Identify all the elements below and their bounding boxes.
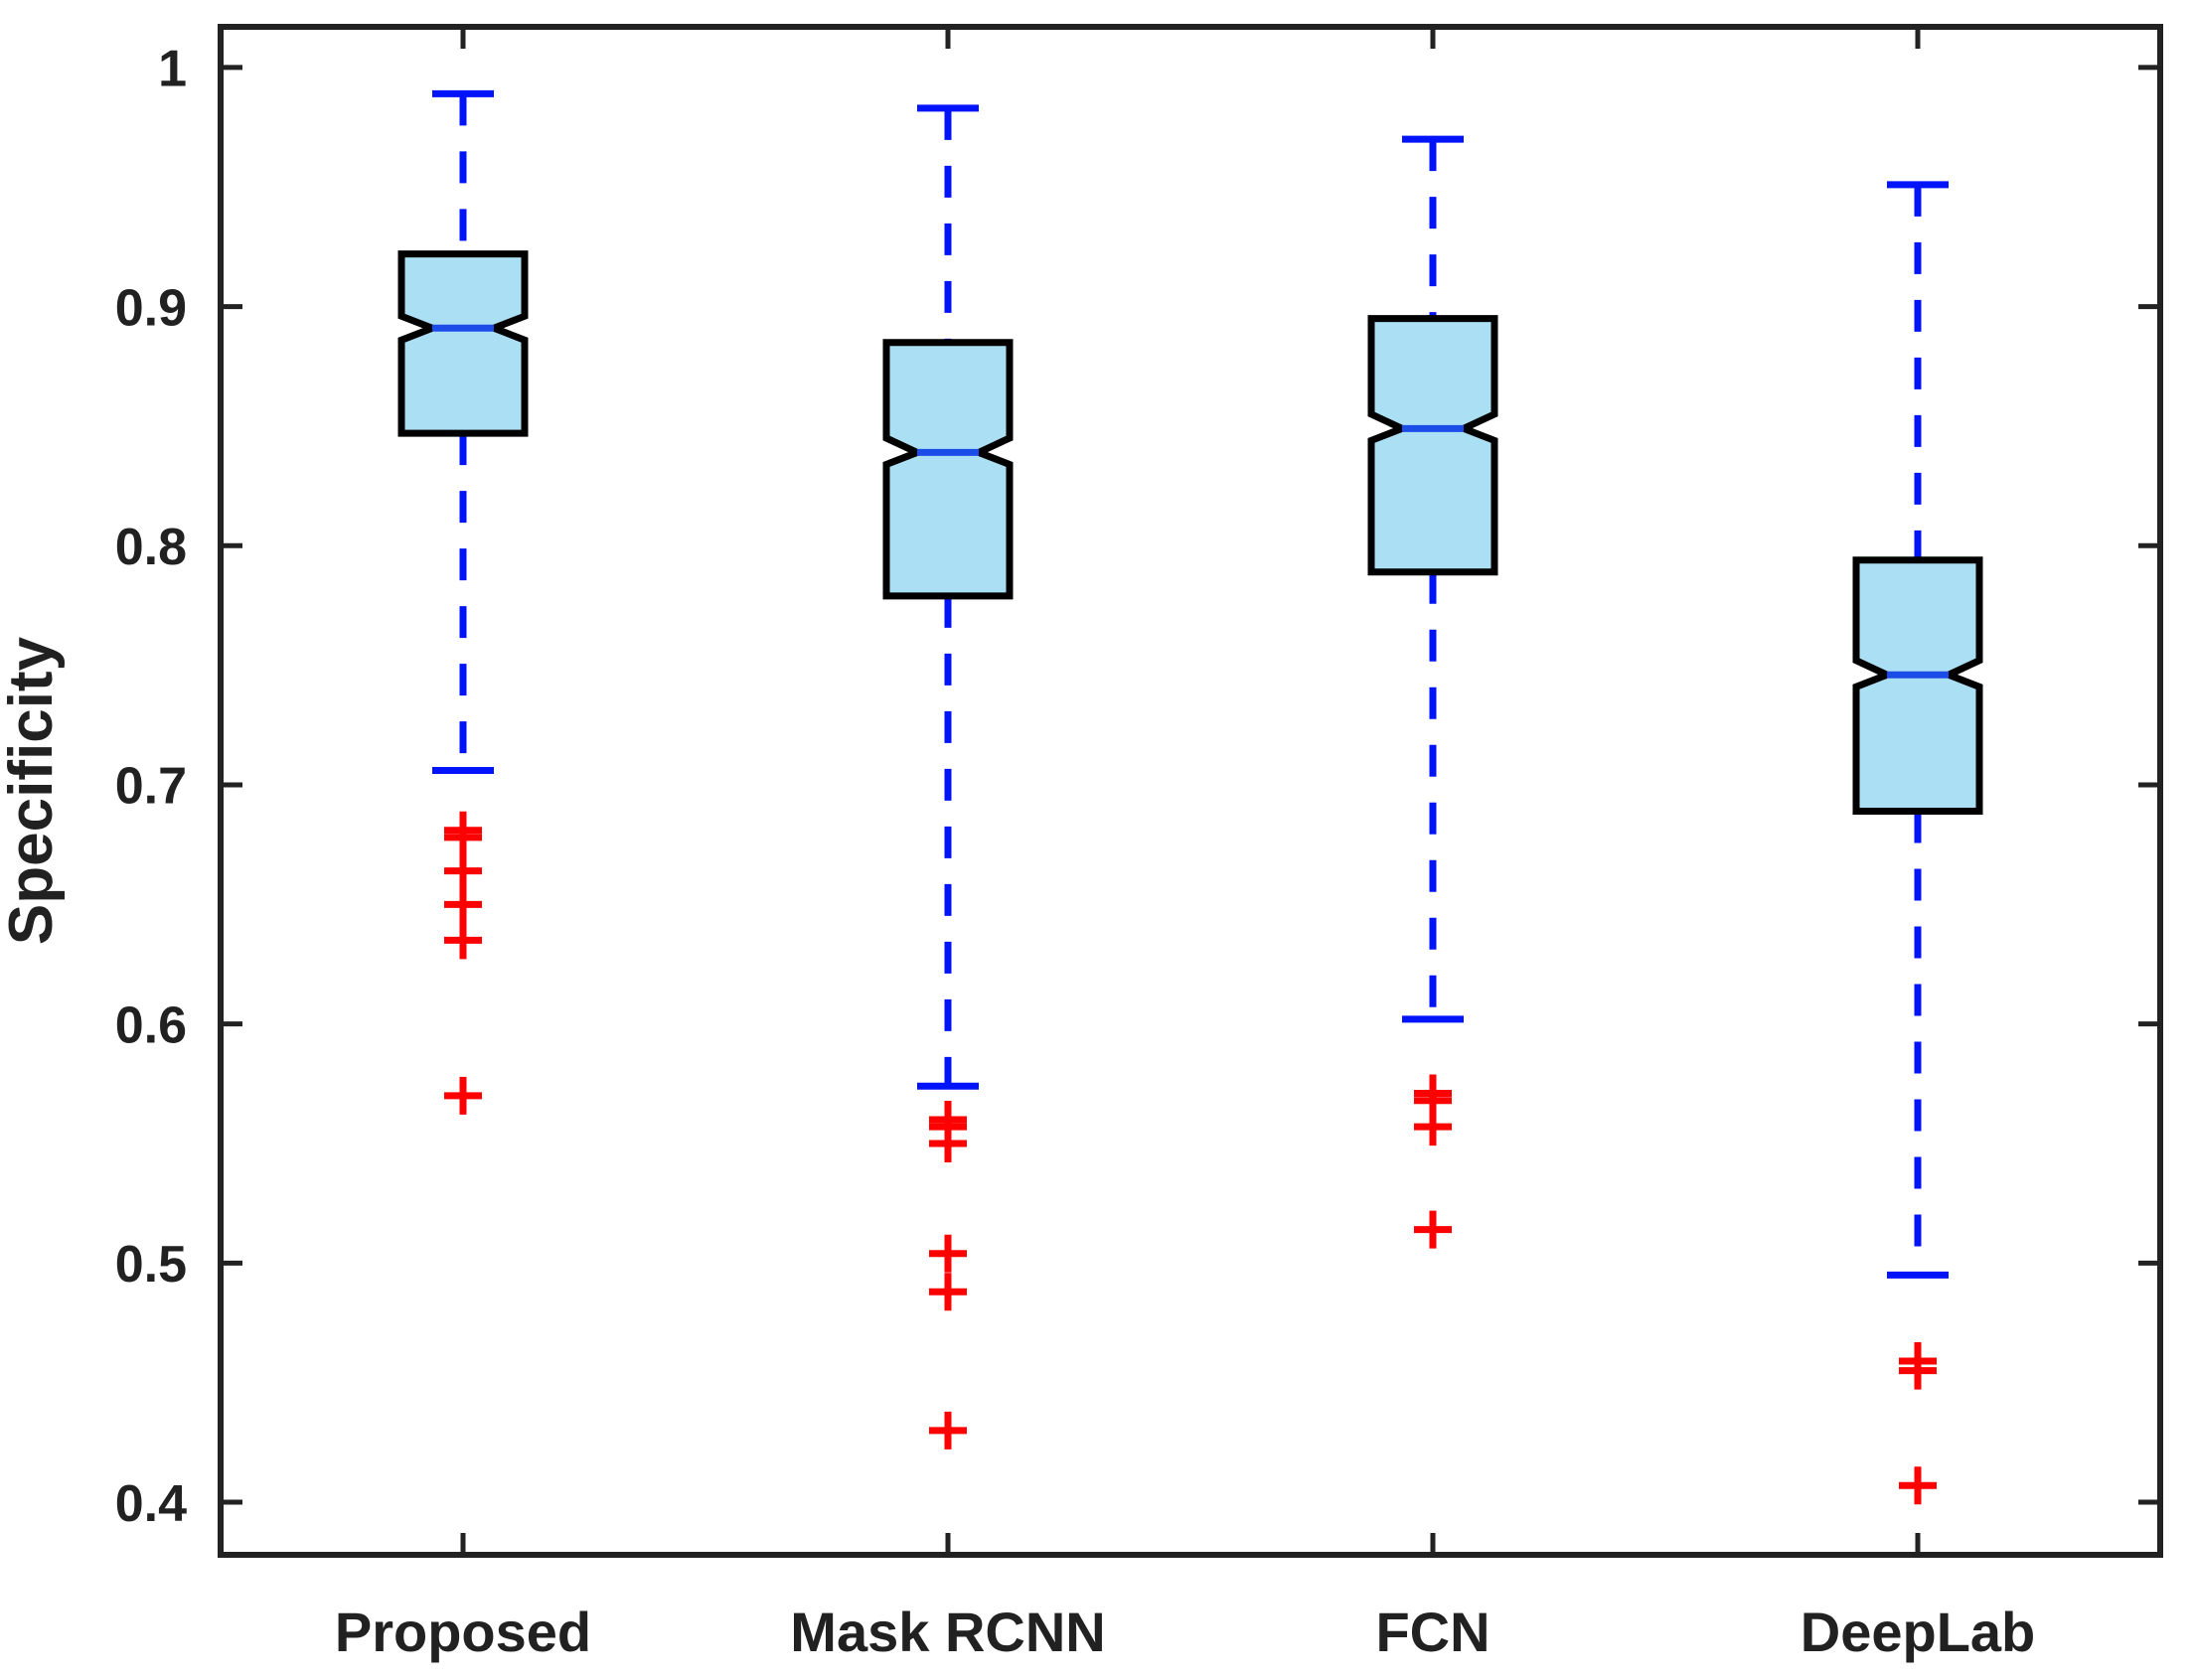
outlier-marker: [929, 1411, 967, 1450]
x-axis-category-label: DeepLab: [1801, 1601, 2036, 1663]
outlier-marker: [1414, 1108, 1452, 1146]
outlier-marker: [1899, 1466, 1937, 1505]
outlier-marker: [929, 1273, 967, 1311]
box-group-fcn: [1367, 135, 1498, 1249]
x-axis-category-label: FCN: [1375, 1601, 1489, 1663]
outlier-marker: [444, 851, 482, 890]
notched-box: [882, 339, 1014, 600]
outlier-marker: [929, 1125, 967, 1163]
outlier-marker: [1414, 1210, 1452, 1249]
outlier-marker: [444, 1076, 482, 1115]
notched-box: [1367, 315, 1498, 576]
box-group-mask-rcnn: [882, 104, 1014, 1450]
x-axis-category-label: Proposed: [335, 1601, 591, 1663]
y-axis-tick-label: 0.8: [115, 519, 187, 576]
notched-box: [1852, 556, 1983, 815]
outlier-marker: [929, 1234, 967, 1273]
box-group-deeplab: [1852, 181, 1983, 1505]
y-axis-tick-label: 0.9: [115, 279, 187, 337]
y-axis-tick-label: 1: [158, 41, 187, 98]
y-axis-tick-label: 0.5: [115, 1236, 187, 1294]
outlier-marker: [1899, 1351, 1937, 1390]
outlier-marker: [444, 921, 482, 960]
y-axis-tick-label: 0.4: [115, 1475, 187, 1533]
y-axis-tick-label: 0.6: [115, 996, 187, 1054]
y-axis-title: Specificity: [0, 636, 66, 945]
x-axis-category-label: Mask RCNN: [790, 1601, 1105, 1663]
outlier-marker: [444, 885, 482, 924]
notched-box: [397, 250, 529, 437]
axes-frame: [218, 24, 2163, 1558]
outlier-marker: [444, 818, 482, 856]
y-axis-tick-label: 0.7: [115, 758, 187, 816]
box-group-proposed: [397, 89, 529, 1115]
